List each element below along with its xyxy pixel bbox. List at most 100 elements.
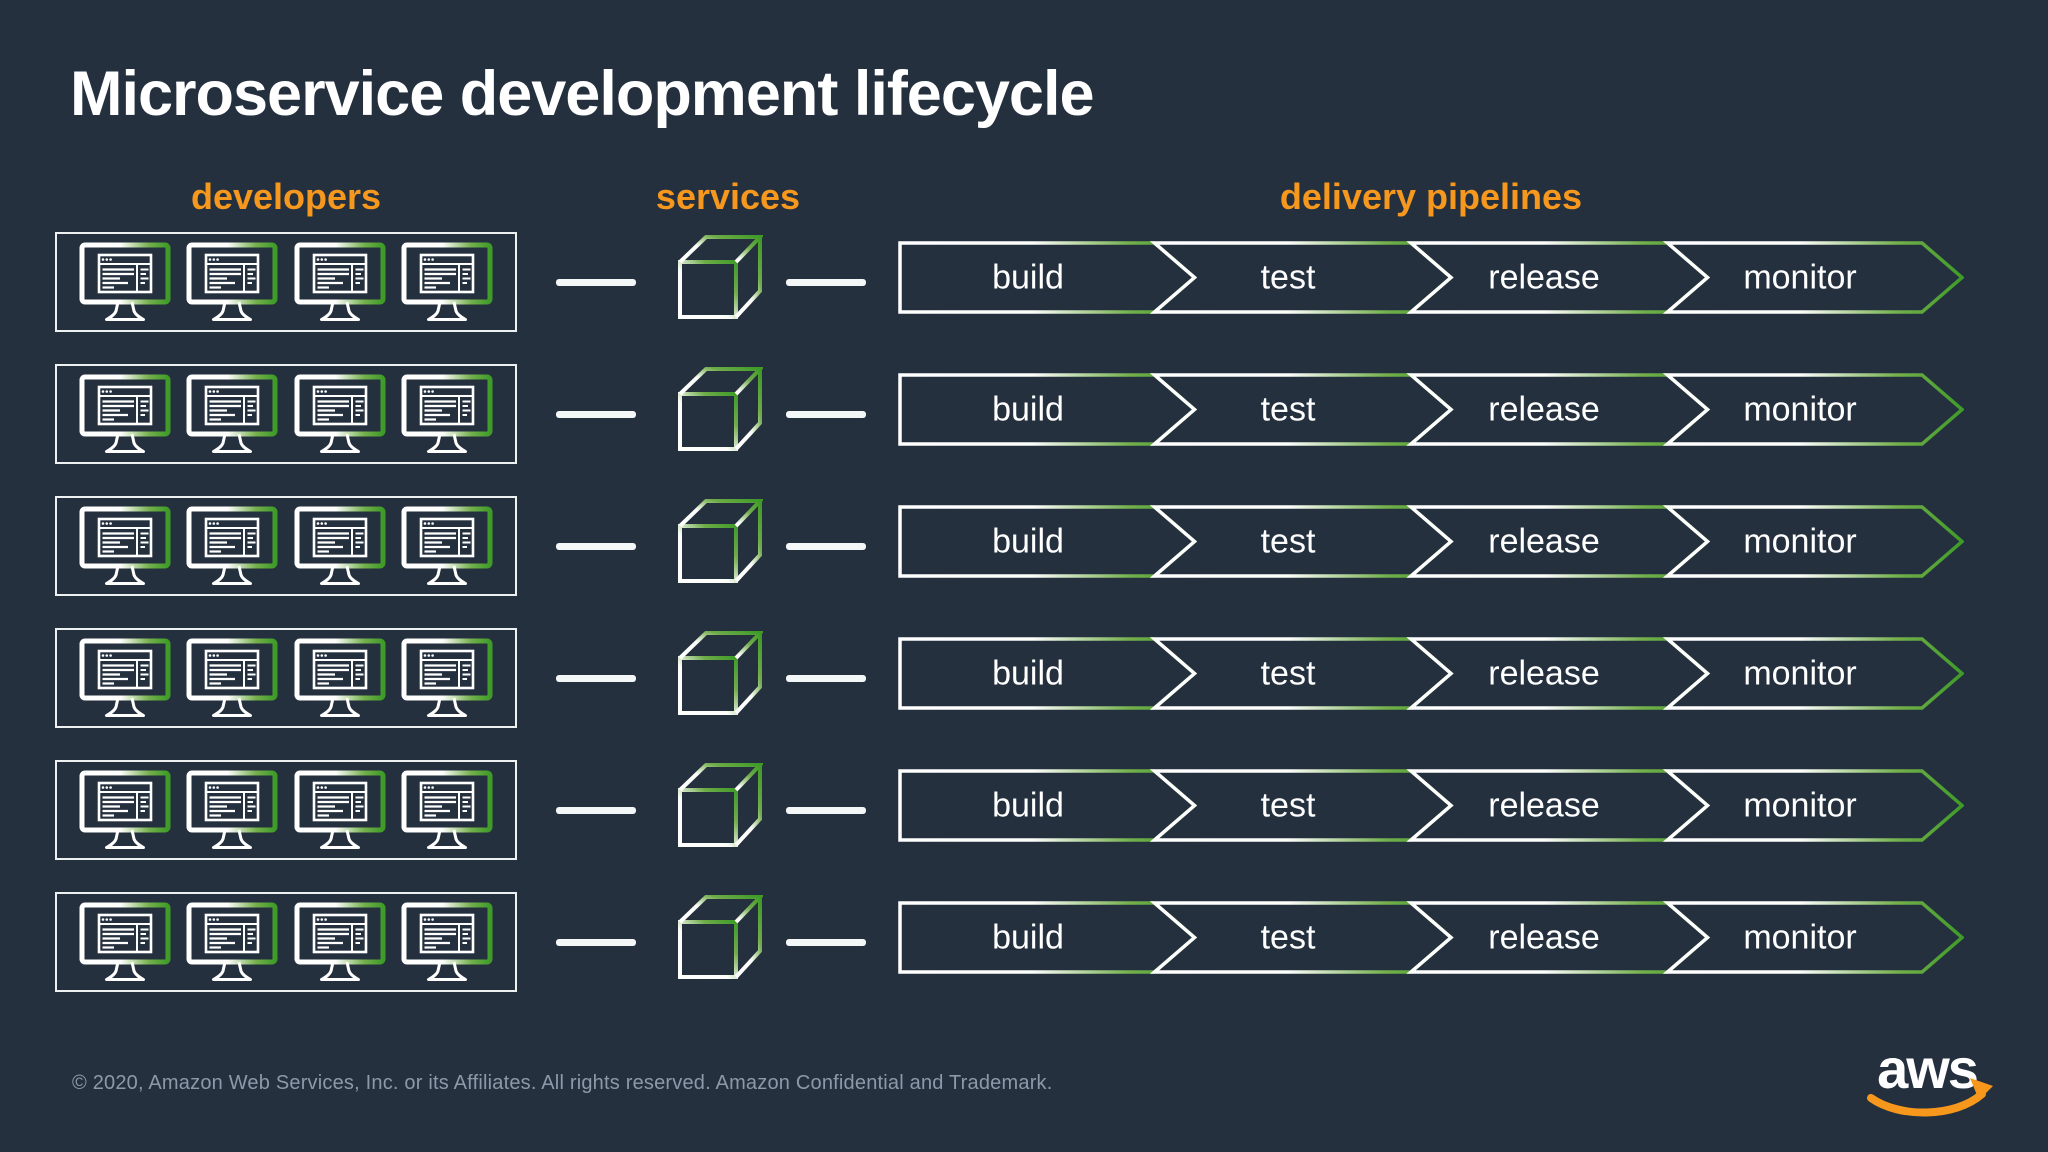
developer-monitor-icon: [79, 638, 171, 717]
developer-monitor-icon: [186, 374, 278, 453]
service-cube-icon: [678, 499, 763, 583]
lifecycle-row: build test release monitor: [0, 892, 2048, 1024]
delivery-pipeline: build test release monitor: [898, 901, 1964, 974]
connector-line-service-to-pipeline: [786, 543, 866, 550]
developer-monitor-icon: [401, 638, 493, 717]
lifecycle-row: build test release monitor: [0, 628, 2048, 760]
developer-monitor-icon: [401, 506, 493, 585]
delivery-pipeline: build test release monitor: [898, 637, 1964, 710]
pipeline-chevrons: [898, 505, 1964, 578]
pipeline-stage-release: release: [1488, 654, 1600, 692]
developer-monitor-icon: [294, 638, 386, 717]
aws-logo-icon: aws: [1867, 1037, 1993, 1117]
lifecycle-row: build test release monitor: [0, 232, 2048, 364]
pipeline-stage-release: release: [1488, 918, 1600, 956]
developer-monitor-icon: [79, 902, 171, 981]
pipeline-stage-test: test: [1260, 522, 1316, 560]
developer-monitor-icon: [79, 770, 171, 849]
developer-monitor-icon: [401, 770, 493, 849]
aws-smile-arrow: [1867, 1090, 1986, 1117]
pipeline-chevrons: [898, 637, 1964, 710]
pipeline-stage-build: build: [992, 654, 1064, 692]
pipeline-chevrons: [898, 901, 1964, 974]
pipeline-stage-release: release: [1488, 522, 1600, 560]
pipeline-stage-release: release: [1488, 258, 1600, 296]
pipeline-stage-test: test: [1260, 786, 1316, 824]
page-title: Microservice development lifecycle: [70, 59, 1094, 129]
developer-monitor-icon: [294, 770, 386, 849]
connector-line-developers-to-service: [556, 411, 636, 418]
developer-monitor-icon: [294, 506, 386, 585]
delivery-pipeline: build test release monitor: [898, 373, 1964, 446]
developer-group-box: [55, 628, 517, 728]
developer-monitor-icon: [79, 506, 171, 585]
pipeline-stage-build: build: [992, 522, 1064, 560]
developer-monitor-icon: [401, 242, 493, 321]
pipeline-stage-release: release: [1488, 390, 1600, 428]
developer-group-box: [55, 892, 517, 992]
pipeline-stage-test: test: [1260, 918, 1316, 956]
column-header-services: services: [655, 176, 801, 217]
connector-line-service-to-pipeline: [786, 939, 866, 946]
developer-monitor-icon: [186, 242, 278, 321]
column-header-developers: developers: [190, 176, 382, 217]
lifecycle-row: build test release monitor: [0, 760, 2048, 892]
connector-line-service-to-pipeline: [786, 279, 866, 286]
pipeline-stage-test: test: [1260, 258, 1316, 296]
service-cube-icon: [678, 631, 763, 715]
service-cube-icon: [678, 763, 763, 847]
pipeline-stage-test: test: [1260, 390, 1316, 428]
developer-group-box: [55, 364, 517, 464]
pipeline-stage-test: test: [1260, 654, 1316, 692]
developer-monitor-icon: [401, 902, 493, 981]
developer-group-box: [55, 496, 517, 596]
service-cube-icon: [678, 235, 763, 319]
developer-group-box: [55, 760, 517, 860]
column-header-delivery-pipelines: delivery pipelines: [1279, 176, 1583, 217]
lifecycle-row: build test release monitor: [0, 496, 2048, 628]
pipeline-chevrons: [898, 373, 1964, 446]
pipeline-stage-monitor: monitor: [1743, 522, 1857, 560]
connector-line-developers-to-service: [556, 543, 636, 550]
pipeline-chevrons: [898, 241, 1964, 314]
connector-line-developers-to-service: [556, 279, 636, 286]
pipeline-stage-monitor: monitor: [1743, 390, 1857, 428]
lifecycle-row: build test release monitor: [0, 364, 2048, 496]
aws-logo-text: aws: [1877, 1037, 1977, 1100]
developer-monitor-icon: [401, 374, 493, 453]
pipeline-stage-build: build: [992, 918, 1064, 956]
pipeline-stage-monitor: monitor: [1743, 918, 1857, 956]
pipeline-stage-monitor: monitor: [1743, 786, 1857, 824]
developer-monitor-icon: [186, 770, 278, 849]
developer-monitor-icon: [294, 902, 386, 981]
developer-monitor-icon: [79, 374, 171, 453]
connector-line-developers-to-service: [556, 807, 636, 814]
developer-group-box: [55, 232, 517, 332]
connector-line-developers-to-service: [556, 675, 636, 682]
pipeline-stage-build: build: [992, 786, 1064, 824]
delivery-pipeline: build test release monitor: [898, 769, 1964, 842]
developer-monitor-icon: [186, 506, 278, 585]
pipeline-stage-build: build: [992, 258, 1064, 296]
pipeline-stage-monitor: monitor: [1743, 258, 1857, 296]
service-cube-icon: [678, 895, 763, 979]
diagram-rows: build test release monitor: [0, 232, 2048, 1024]
delivery-pipeline: build test release monitor: [898, 505, 1964, 578]
developer-monitor-icon: [294, 374, 386, 453]
developer-monitor-icon: [186, 902, 278, 981]
connector-line-service-to-pipeline: [786, 411, 866, 418]
connector-line-developers-to-service: [556, 939, 636, 946]
copyright-notice: © 2020, Amazon Web Services, Inc. or its…: [72, 1072, 1053, 1094]
developer-monitor-icon: [79, 242, 171, 321]
service-cube-icon: [678, 367, 763, 451]
pipeline-stage-release: release: [1488, 786, 1600, 824]
connector-line-service-to-pipeline: [786, 807, 866, 814]
delivery-pipeline: build test release monitor: [898, 241, 1964, 314]
developer-monitor-icon: [186, 638, 278, 717]
pipeline-stage-build: build: [992, 390, 1064, 428]
pipeline-chevrons: [898, 769, 1964, 842]
aws-smile-arrowhead: [1970, 1078, 1993, 1100]
connector-line-service-to-pipeline: [786, 675, 866, 682]
developer-monitor-icon: [294, 242, 386, 321]
